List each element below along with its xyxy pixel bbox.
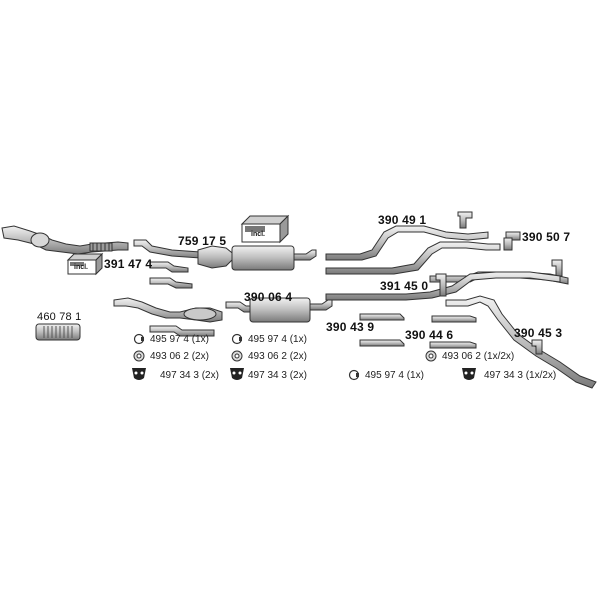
sealing-ring-icon [425, 350, 437, 362]
rear-muffler-390064 [225, 297, 333, 323]
tail-pipe-390446 [359, 313, 477, 349]
part-number-390453: 390 45 3 [514, 326, 563, 340]
part-number-390446: 390 44 6 [405, 328, 454, 342]
rear-pipe-390453 [445, 295, 597, 389]
mounting-kit-icon [66, 252, 104, 276]
rear-pipe-390491 [325, 211, 489, 261]
kit-label-incl: incl. [251, 231, 265, 238]
part-number-390064: 390 06 4 [244, 290, 293, 304]
accessory-clamp-col2: 495 97 4 (1x) [248, 334, 307, 345]
kit-label-incl-2: incl. [74, 264, 88, 271]
accessory-hanger-col2: 497 34 3 (2x) [248, 370, 307, 381]
middle-muffler-759175 [231, 245, 317, 271]
front-pipe-catalytic-lower [113, 297, 223, 323]
part-number-390439: 390 43 9 [326, 320, 375, 334]
rear-pipe-391450 [325, 271, 561, 301]
sealing-ring-icon [133, 350, 145, 362]
sealing-ring-icon [231, 350, 243, 362]
rear-pipe-390507 [325, 231, 521, 275]
part-number-759175: 759 17 5 [178, 234, 227, 248]
accessory-clamp-col1: 495 97 4 (1x) [150, 334, 209, 345]
mounting-kit-icon [240, 214, 290, 244]
part-number-391474: 391 47 4 [104, 257, 153, 271]
pipe-clamp-icon [348, 369, 360, 381]
accessory-hanger-col1: 497 34 3 (2x) [160, 370, 219, 381]
part-number-390491: 390 49 1 [378, 213, 427, 227]
front-catalytic-converter [1, 225, 129, 255]
part-number-460781: 460 78 1 [37, 311, 82, 323]
accessory-clamp-col3: 495 97 4 (1x) [365, 370, 424, 381]
pipe-clamp-icon [231, 333, 243, 345]
tail-pipe-short [149, 325, 215, 337]
accessory-ring-col2: 493 06 2 (2x) [248, 351, 307, 362]
accessory-hanger-col4: 497 34 3 (1x/2x) [484, 370, 557, 381]
accessory-ring-col4: 493 06 2 (1x/2x) [442, 351, 515, 362]
rubber-hanger-icon [230, 368, 244, 380]
rubber-hanger-icon [462, 368, 476, 380]
part-number-391450: 391 45 0 [380, 279, 429, 293]
accessory-ring-col1: 493 06 2 (2x) [150, 351, 209, 362]
connecting-pipe-391474 [149, 261, 193, 289]
part-number-390507: 390 50 7 [522, 230, 571, 244]
pipe-clamp-icon [133, 333, 145, 345]
flex-pipe-460781 [35, 323, 81, 341]
rubber-hanger-icon [132, 368, 146, 380]
